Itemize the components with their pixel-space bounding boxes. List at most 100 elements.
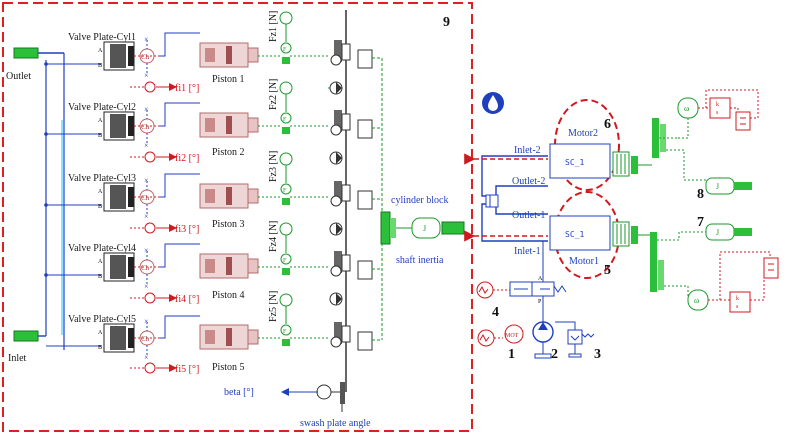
piston-icon[interactable]: [199, 112, 259, 138]
svg-text:B: B: [98, 345, 102, 351]
angle-label: fi5 [°]: [175, 364, 199, 375]
svg-text:×: ×: [144, 71, 149, 80]
motor2-block[interactable]: [549, 143, 611, 179]
svg-text:F: F: [283, 117, 287, 123]
svg-text:F: F: [283, 47, 287, 53]
svg-text:B: B: [98, 63, 102, 69]
svg-text:A: A: [98, 189, 103, 195]
beta-label: beta [°]: [224, 387, 254, 398]
force-sensor-icon: F: [279, 293, 293, 346]
inlet-port[interactable]: [13, 330, 39, 342]
gain-block[interactable]: [729, 291, 751, 313]
shaft-inertia-label: shaft inertia: [396, 255, 444, 266]
motor1-shaft-icon: [612, 221, 638, 247]
force-label: Fz3 [N]: [268, 151, 279, 182]
piston-icon[interactable]: [199, 324, 259, 350]
signal-source-icon: [476, 281, 494, 299]
inlet1-label: Inlet-1: [514, 246, 541, 257]
check-valve-icon: Ch × ×: [139, 246, 155, 291]
load-inertia-icon[interactable]: [705, 223, 735, 241]
svg-text:ω: ω: [684, 104, 689, 113]
svg-text:k: k: [716, 102, 719, 108]
svg-text:×: ×: [144, 282, 149, 291]
motor2-number: 6: [604, 117, 611, 132]
motor1-label: Motor1: [569, 256, 599, 267]
svg-text:J: J: [423, 224, 426, 233]
cylinder-row: Valve Plate-Cyl4 A B Ch × ×: [44, 221, 373, 306]
pump-number: 2: [551, 347, 558, 362]
force-sensor-icon: F: [279, 11, 293, 64]
motor1-number: 5: [604, 263, 611, 278]
cylinder-block-segment[interactable]: [330, 181, 373, 210]
motor2-load-chain: ω k s J: [638, 89, 759, 195]
motor2-label: Motor2: [568, 128, 598, 139]
cylinder-block-label: cylinder block: [391, 195, 448, 206]
svg-text:s: s: [716, 110, 719, 116]
motor-source-icon[interactable]: MOT: [477, 324, 524, 347]
svg-text:F: F: [283, 258, 287, 264]
relief-number: 3: [594, 347, 601, 362]
cylinder-row: Valve Plate-Cyl1 A B Ch × ×: [44, 11, 373, 95]
cylinder-row: Valve Plate-Cyl3 A B Ch × ×: [44, 151, 373, 236]
cylinder-block-collector[interactable]: [380, 211, 396, 245]
directional-valve-icon[interactable]: A P: [509, 276, 567, 305]
svg-text:B: B: [98, 204, 102, 210]
force-sensor-icon: F: [279, 222, 293, 275]
piston-icon[interactable]: [199, 183, 259, 209]
inlet2-label: Inlet-2: [514, 145, 541, 156]
angle-label: fi3 [°]: [175, 224, 199, 235]
valve-plate-label: Valve Plate-Cyl1: [68, 32, 136, 43]
outlet-port[interactable]: [13, 47, 39, 59]
svg-text:Ch: Ch: [141, 123, 150, 131]
piston-icon[interactable]: [199, 42, 259, 68]
cylinder-block-segment[interactable]: [330, 40, 373, 69]
swash-plate-label: swash plate angle: [300, 418, 371, 429]
svg-text:A: A: [98, 330, 103, 336]
piston-label: Piston 2: [212, 147, 245, 158]
cylinder-block-segment[interactable]: [330, 322, 373, 351]
load-inertia-icon[interactable]: [705, 177, 735, 195]
piston-icon[interactable]: [199, 253, 259, 279]
svg-text:B: B: [98, 274, 102, 280]
force-label: Fz5 [N]: [268, 291, 279, 322]
gain-block[interactable]: [709, 97, 731, 119]
subsystem-number: 9: [443, 15, 450, 30]
force-sensor-icon: F: [279, 152, 293, 205]
cylinder-block-segment[interactable]: [330, 110, 373, 139]
angle-label: fi2 [°]: [175, 153, 199, 164]
outlet1-label: Outlet-1: [512, 210, 545, 221]
outlet2-label: Outlet-2: [512, 176, 545, 187]
valve-plate-label: Valve Plate-Cyl4: [68, 243, 136, 254]
force-label: Fz2 [N]: [268, 79, 279, 110]
cylinder-row: Valve Plate-Cyl2 A B Ch × ×: [44, 79, 373, 165]
svg-text:k: k: [736, 296, 739, 302]
subsystem-frame: [2, 2, 473, 432]
valve-plate-label: Valve Plate-Cyl5: [68, 314, 136, 325]
cylinder-block-segment[interactable]: [330, 251, 373, 280]
check-valve-icon: Ch × ×: [139, 105, 155, 150]
piston-label: Piston 3: [212, 219, 245, 230]
pump-icon[interactable]: [532, 321, 554, 359]
limiter-block[interactable]: [735, 111, 751, 131]
valve-plate-label: Valve Plate-Cyl2: [68, 102, 136, 113]
shaft-inertia-icon[interactable]: J: [396, 217, 465, 239]
svg-text:×: ×: [144, 353, 149, 362]
relief-valve-icon[interactable]: [555, 321, 595, 358]
svg-text:SC_1: SC_1: [565, 158, 584, 167]
swash-plate-icon[interactable]: [316, 382, 345, 412]
valve-number: 4: [492, 305, 499, 320]
svg-text:F: F: [283, 329, 287, 335]
svg-text:Ch: Ch: [141, 194, 150, 202]
svg-text:×: ×: [144, 176, 149, 185]
motor1-block[interactable]: [549, 215, 611, 251]
limiter-block[interactable]: [763, 257, 779, 279]
svg-text:MOT: MOT: [505, 333, 519, 339]
svg-text:P: P: [538, 299, 542, 305]
check-valve-icon: Ch × ×: [139, 317, 155, 362]
motor-number: 1: [508, 347, 515, 362]
check-valve-icon: Ch × ×: [139, 35, 155, 80]
svg-text:×: ×: [144, 246, 149, 255]
check-valve-icon: Ch × ×: [139, 176, 155, 221]
